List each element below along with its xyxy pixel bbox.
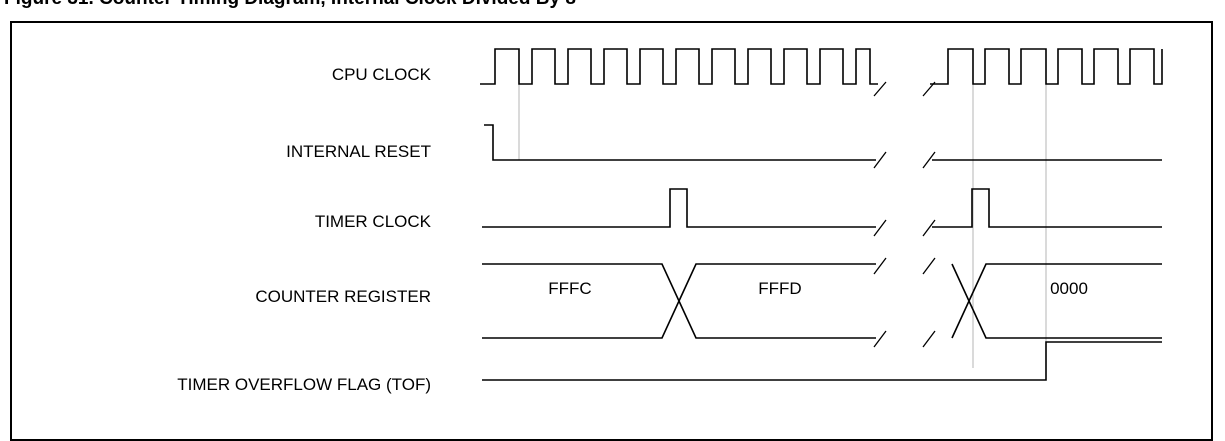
break-marks-counter-register (873, 257, 936, 348)
signal-label-counter-register: COUNTER REGISTER (255, 287, 431, 306)
signal-label-timer-clock: TIMER CLOCK (315, 212, 432, 231)
counter-value-0000: 0000 (1050, 279, 1088, 298)
figure-title: Figure 31. Counter Timing Diagram, Inter… (4, 0, 576, 10)
waveform-internal-reset (484, 124, 1162, 161)
waveform-cpu-clock (480, 48, 1163, 85)
timing-diagram: CPU CLOCK INTERNAL RESET TIMER CLOCK COU… (177, 48, 1163, 394)
break-marks-timer-clock (873, 219, 936, 237)
counter-value-fffd: FFFD (758, 279, 801, 298)
signal-label-tof: TIMER OVERFLOW FLAG (TOF) (177, 375, 431, 394)
waveform-timer-clock (482, 188, 1162, 228)
waveform-tof (482, 341, 1162, 381)
break-marks-internal-reset (873, 151, 936, 169)
signal-label-internal-reset: INTERNAL RESET (286, 142, 431, 161)
counter-value-fffc: FFFC (548, 279, 591, 298)
waveform-counter-register (482, 263, 1162, 339)
signal-label-cpu-clock: CPU CLOCK (332, 65, 432, 84)
break-marks-cpu-clock (873, 81, 936, 97)
